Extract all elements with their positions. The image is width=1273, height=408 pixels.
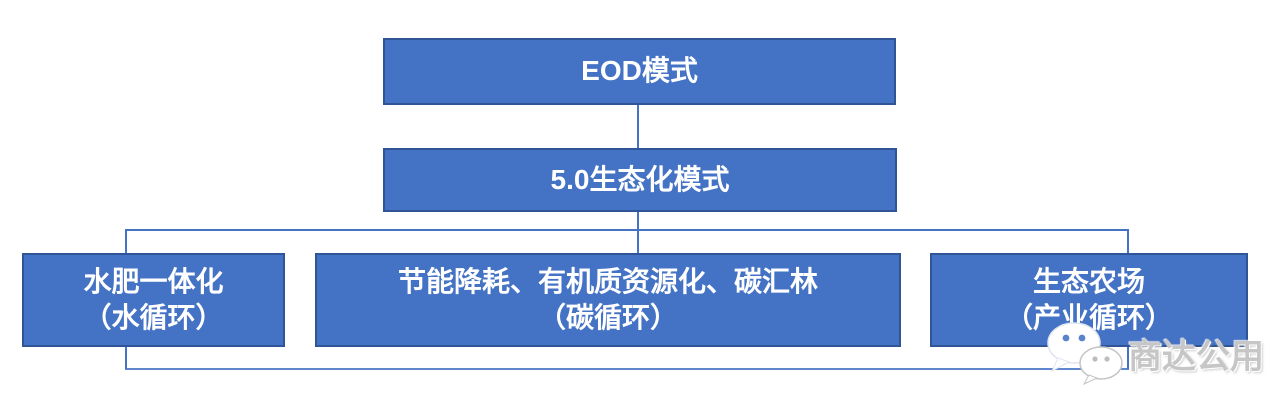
node-water-fertilizer-line2: （水循环） (83, 302, 224, 333)
wechat-icon (1042, 320, 1134, 386)
connector-bottom-right-riser (1127, 346, 1129, 369)
connector-bottom-left-riser (125, 346, 127, 369)
connector-drop-left (125, 229, 127, 254)
node-eod: EOD模式 (383, 38, 896, 105)
connector-level2-to-middle (637, 211, 639, 254)
watermark-label: 商达公用 (1128, 337, 1264, 376)
connector-bottom-rail (125, 368, 1129, 370)
node-eco-mode-label: 5.0生态化模式 (550, 163, 730, 195)
node-eod-label: EOD模式 (581, 55, 698, 87)
node-energy-carbon-line1: 节能降耗、有机质资源化、碳汇林 (397, 265, 818, 297)
node-water-fertilizer-line1: 水肥一体化 (83, 265, 224, 297)
node-energy-carbon-line2: （碳循环） (537, 302, 678, 333)
node-eco-mode: 5.0生态化模式 (383, 148, 897, 212)
connector-root-to-level2 (637, 104, 639, 149)
watermark: 商达公用 (1042, 320, 1264, 386)
node-water-fertilizer: 水肥一体化 （水循环） (22, 253, 285, 347)
node-energy-carbon: 节能降耗、有机质资源化、碳汇林 （碳循环） (315, 253, 901, 347)
connector-top-rail (125, 229, 1129, 231)
node-eco-farm-line1: 生态农场 (1032, 265, 1145, 297)
connector-drop-right (1127, 229, 1129, 254)
